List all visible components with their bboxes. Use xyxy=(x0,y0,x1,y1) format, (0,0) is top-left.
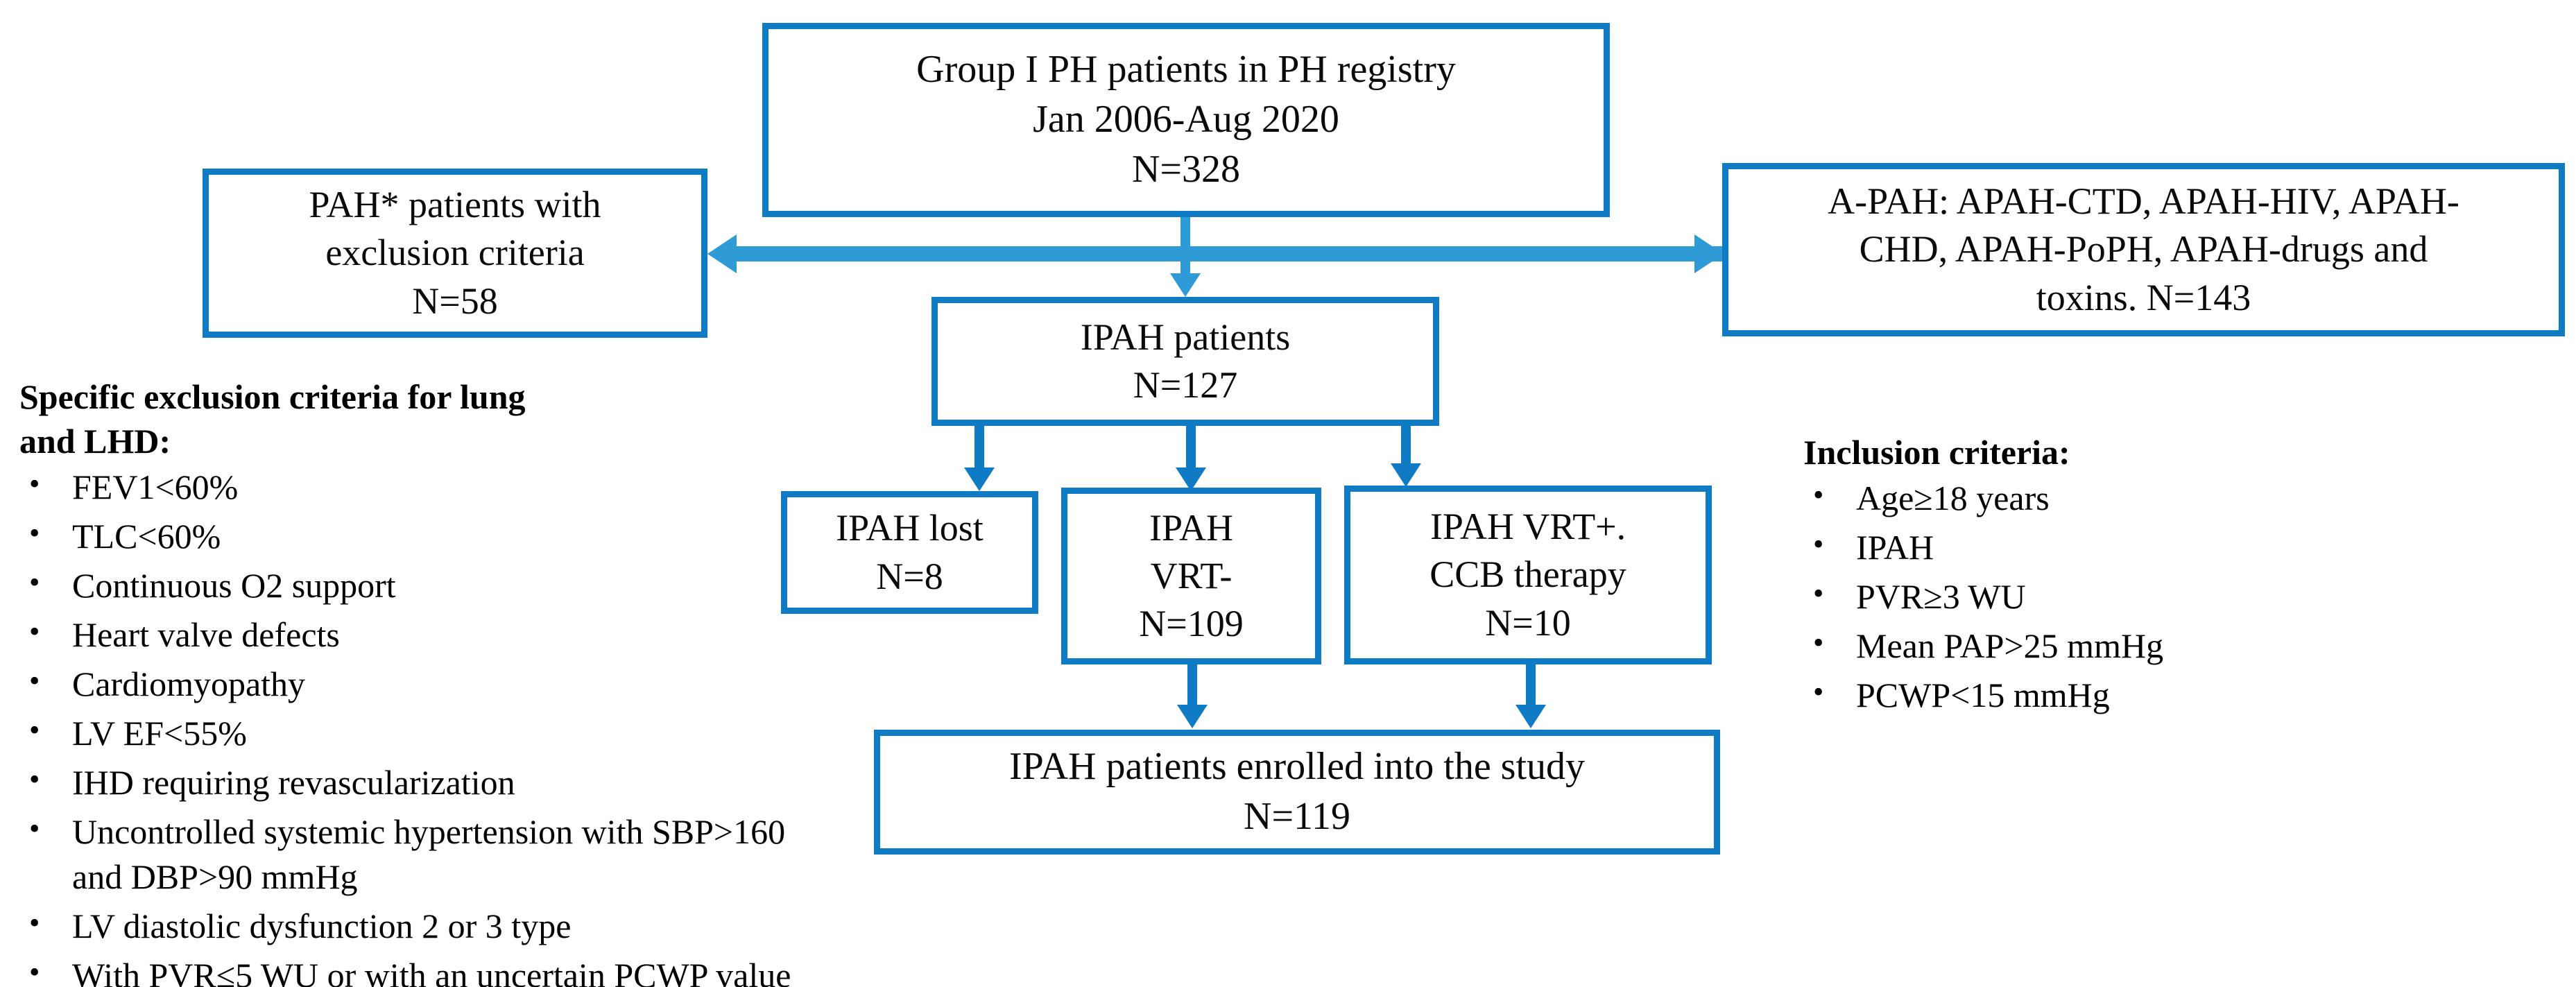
box-associated-pah-line-1: A-PAH: APAH-CTD, APAH-HIV, APAH- xyxy=(1828,180,2459,223)
connector-right-arrowhead xyxy=(1694,234,1724,273)
exclusion-criteria-item-text: With PVR≤5 WU or with an uncertain PCWP … xyxy=(72,956,791,987)
bullet-icon: • xyxy=(29,516,40,550)
exclusion-criteria-item-text: Heart valve defects xyxy=(72,615,340,654)
box-ipah-patients-line-2: N=127 xyxy=(1133,364,1238,406)
box-enrolled-study: IPAH patients enrolled into the study N=… xyxy=(874,730,1720,855)
exclusion-criteria-item: • Uncontrolled systemic hypertension wit… xyxy=(19,809,810,900)
box-ipah-lost-line-1: IPAH lost xyxy=(836,507,984,549)
box-ipah-vrt-positive-ccb: IPAH VRT+. CCB therapy N=10 xyxy=(1344,486,1712,664)
box-source-registry: Group I PH patients in PH registry Jan 2… xyxy=(762,23,1610,217)
exclusion-criteria-item-text: Continuous O2 support xyxy=(72,566,396,605)
exclusion-criteria-item-text: LV diastolic dysfunction 2 or 3 type xyxy=(72,907,572,945)
connector-horizontal-line xyxy=(735,246,1724,261)
box-enrolled-study-line-1: IPAH patients enrolled into the study xyxy=(1008,745,1586,789)
box-excluded-pah-line-2: exclusion criteria xyxy=(325,232,585,274)
connector-ipah-to-lost-line xyxy=(974,426,984,469)
inclusion-criteria-item: • Age≥18 years xyxy=(1803,476,2428,521)
connector-ipah-to-vrt-positive-line xyxy=(1401,426,1411,465)
box-ipah-vrt-positive-ccb-line-3: N=10 xyxy=(1485,601,1571,644)
box-ipah-vrt-positive-ccb-line-2: CCB therapy xyxy=(1429,553,1626,596)
box-associated-pah-line-3: toxins. N=143 xyxy=(2036,276,2251,318)
box-excluded-pah: PAH* patients with exclusion criteria N=… xyxy=(203,169,707,338)
exclusion-criteria-item: • LV diastolic dysfunction 2 or 3 type xyxy=(19,904,810,949)
box-ipah-patients: IPAH patients N=127 xyxy=(931,297,1439,426)
inclusion-criteria-item-text: PCWP<15 mmHg xyxy=(1856,676,2110,714)
box-ipah-patients-line-1: IPAH patients xyxy=(1080,316,1291,358)
connector-ipah-to-lost-arrowhead xyxy=(964,467,995,491)
inclusion-criteria-item-text: Age≥18 years xyxy=(1856,479,2050,517)
exclusion-criteria-item-text: LV EF<55% xyxy=(72,714,247,753)
bullet-icon: • xyxy=(1813,527,1824,561)
connector-left-arrowhead xyxy=(707,234,737,273)
exclusion-criteria-item-text: FEV1<60% xyxy=(72,467,239,506)
inclusion-criteria-list: • Age≥18 years • IPAH • PVR≥3 WU • Mean … xyxy=(1803,476,2428,718)
connector-vrt-negative-to-enrolled-line xyxy=(1187,664,1197,707)
exclusion-criteria-item: • IHD requiring revascularization xyxy=(19,760,810,805)
box-ipah-lost: IPAH lost N=8 xyxy=(781,491,1038,614)
connector-vrt-positive-to-enrolled-arrowhead xyxy=(1515,705,1546,728)
bullet-icon: • xyxy=(29,467,40,501)
inclusion-criteria-item: • Mean PAP>25 mmHg xyxy=(1803,624,2428,669)
inclusion-criteria-item: • IPAH xyxy=(1803,525,2428,570)
exclusion-criteria-item-text: Uncontrolled systemic hypertension with … xyxy=(72,812,786,896)
exclusion-criteria-item-text: Cardiomyopathy xyxy=(72,664,306,703)
exclusion-criteria-item-text: TLC<60% xyxy=(72,517,221,556)
inclusion-criteria-item-text: PVR≥3 WU xyxy=(1856,577,2026,616)
inclusion-criteria-item: • PCWP<15 mmHg xyxy=(1803,673,2428,718)
exclusion-criteria-item: • With PVR≤5 WU or with an uncertain PCW… xyxy=(19,953,810,987)
connector-ipah-to-vrt-positive-arrowhead xyxy=(1391,463,1421,487)
box-source-registry-line-2: Jan 2006-Aug 2020 xyxy=(1033,98,1339,141)
bullet-icon: • xyxy=(29,664,40,698)
exclusion-criteria-title: Specific exclusion criteria for lung and… xyxy=(19,375,810,463)
box-associated-pah-line-2: CHD, APAH-PoPH, APAH-drugs and xyxy=(1859,228,2428,271)
exclusion-criteria-item: • TLC<60% xyxy=(19,514,810,559)
box-associated-pah: A-PAH: APAH-CTD, APAH-HIV, APAH- CHD, AP… xyxy=(1722,163,2565,336)
exclusion-criteria-item: • LV EF<55% xyxy=(19,711,810,756)
exclusion-criteria-item: • Continuous O2 support xyxy=(19,563,810,608)
connector-vrt-negative-to-enrolled-arrowhead xyxy=(1177,705,1208,728)
box-ipah-vrt-negative: IPAH VRT- N=109 xyxy=(1061,488,1321,664)
exclusion-criteria-title-line-2: and LHD: xyxy=(19,422,171,461)
inclusion-criteria-panel: Inclusion criteria: • Age≥18 years • IPA… xyxy=(1803,430,2428,722)
bullet-icon: • xyxy=(29,713,40,747)
bullet-icon: • xyxy=(1813,626,1824,660)
inclusion-criteria-item-text: IPAH xyxy=(1856,528,1934,567)
box-excluded-pah-line-3: N=58 xyxy=(412,280,498,322)
exclusion-criteria-title-line-1: Specific exclusion criteria for lung xyxy=(19,377,526,416)
box-ipah-lost-line-2: N=8 xyxy=(876,555,943,597)
exclusion-criteria-panel: Specific exclusion criteria for lung and… xyxy=(19,375,810,987)
inclusion-criteria-item: • PVR≥3 WU xyxy=(1803,574,2428,619)
bullet-icon: • xyxy=(29,906,40,940)
connector-ipah-to-vrt-negative-arrowhead xyxy=(1176,467,1206,491)
box-ipah-vrt-positive-ccb-line-1: IPAH VRT+. xyxy=(1429,506,1626,548)
box-excluded-pah-line-1: PAH* patients with xyxy=(309,184,601,226)
bullet-icon: • xyxy=(29,615,40,649)
box-source-registry-line-3: N=328 xyxy=(1131,147,1241,191)
box-ipah-vrt-negative-line-3: N=109 xyxy=(1139,603,1244,645)
box-ipah-vrt-negative-line-2: VRT- xyxy=(1150,554,1233,597)
inclusion-criteria-title: Inclusion criteria: xyxy=(1803,433,2070,472)
inclusion-criteria-item-text: Mean PAP>25 mmHg xyxy=(1856,626,2164,665)
exclusion-criteria-item: • Heart valve defects xyxy=(19,612,810,658)
exclusion-criteria-item: • FEV1<60% xyxy=(19,465,810,510)
bullet-icon: • xyxy=(29,955,40,987)
exclusion-criteria-item-text: IHD requiring revascularization xyxy=(72,763,515,802)
box-source-registry-line-1: Group I PH patients in PH registry xyxy=(916,48,1456,92)
bullet-icon: • xyxy=(1813,675,1824,709)
box-ipah-vrt-negative-line-1: IPAH xyxy=(1149,506,1234,549)
connector-source-to-ipah-arrowhead xyxy=(1170,273,1201,297)
bullet-icon: • xyxy=(1813,478,1824,512)
connector-ipah-to-vrt-negative-line xyxy=(1186,426,1196,469)
connector-vrt-positive-to-enrolled-line xyxy=(1526,664,1536,707)
exclusion-criteria-list: • FEV1<60% • TLC<60% • Continuous O2 sup… xyxy=(19,465,810,987)
exclusion-criteria-item: • Cardiomyopathy xyxy=(19,662,810,707)
box-enrolled-study-line-2: N=119 xyxy=(1244,795,1350,838)
bullet-icon: • xyxy=(29,565,40,599)
bullet-icon: • xyxy=(29,762,40,796)
bullet-icon: • xyxy=(1813,576,1824,610)
bullet-icon: • xyxy=(29,812,40,846)
